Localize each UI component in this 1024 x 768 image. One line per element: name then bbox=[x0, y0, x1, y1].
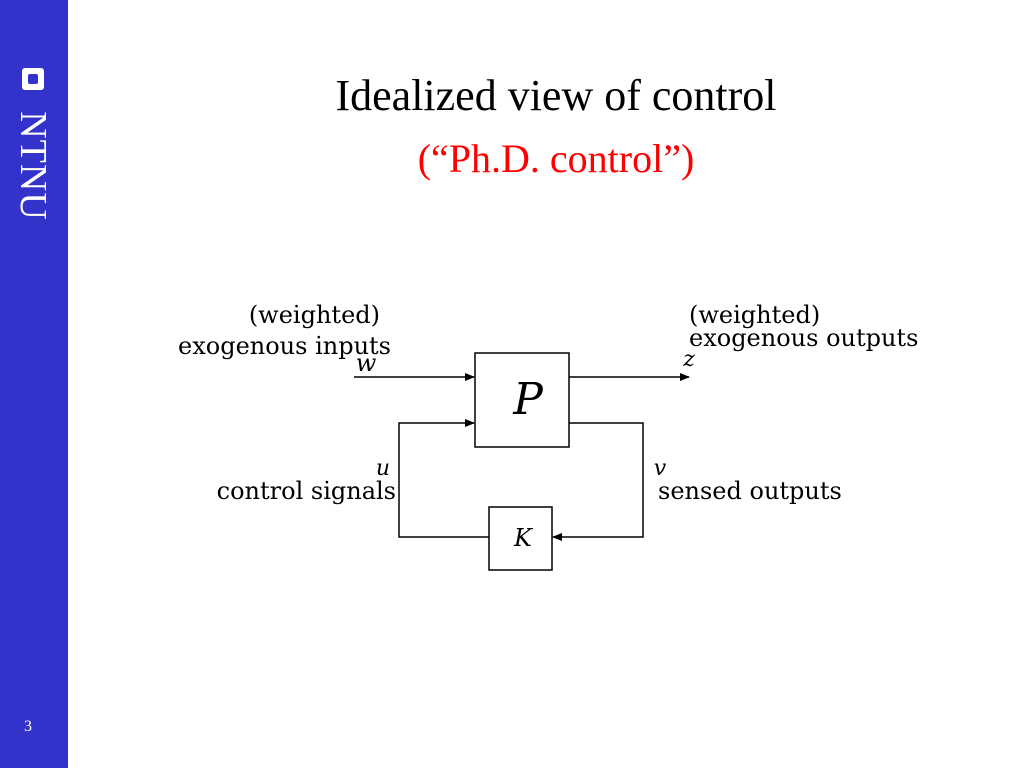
input-label-line2: exogenous inputs bbox=[178, 332, 391, 360]
sidebar: NTNU 3 bbox=[0, 0, 68, 768]
input-symbol-w: w bbox=[356, 349, 377, 377]
control-signals-label: control signals bbox=[217, 477, 396, 505]
sensed-symbol-v: v bbox=[654, 456, 667, 481]
output-label-line1: (weighted) bbox=[689, 301, 820, 329]
page-number: 3 bbox=[24, 718, 32, 735]
sensed-outputs-label: sensed outputs bbox=[658, 477, 842, 505]
plant-label: P bbox=[512, 374, 544, 425]
control-signal-path bbox=[398, 419, 489, 538]
slide-subtitle: (“Ph.D. control”) bbox=[417, 136, 695, 181]
ntnu-logo-icon bbox=[22, 68, 44, 90]
controller-label: K bbox=[513, 524, 534, 552]
control-symbol-u: u bbox=[376, 456, 390, 481]
sensed-output-path bbox=[552, 422, 644, 541]
output-label-line2: exogenous outputs bbox=[689, 324, 918, 352]
output-symbol-z: z bbox=[682, 347, 695, 372]
plant-block bbox=[474, 352, 570, 448]
input-label-line1: (weighted) bbox=[249, 301, 380, 329]
slide-title: Idealized view of control bbox=[335, 71, 777, 120]
